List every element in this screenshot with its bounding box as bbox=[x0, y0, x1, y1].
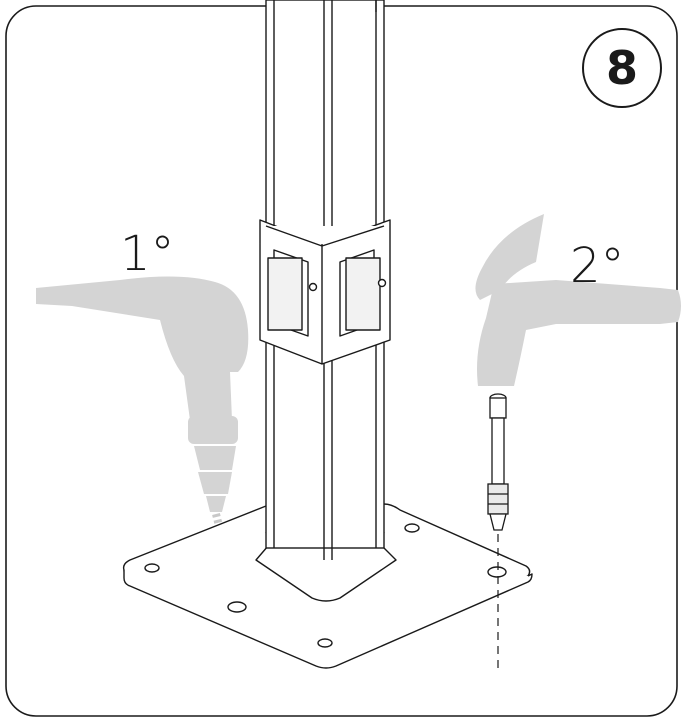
step-2-label: 2° bbox=[570, 238, 625, 294]
hammer-icon bbox=[475, 214, 681, 386]
step-1-label: 1° bbox=[120, 226, 175, 282]
bracket-sleeve bbox=[259, 219, 391, 365]
anchor-bolt bbox=[487, 393, 509, 531]
step-number-badge: 8 bbox=[582, 28, 662, 108]
drill-icon bbox=[36, 276, 249, 512]
